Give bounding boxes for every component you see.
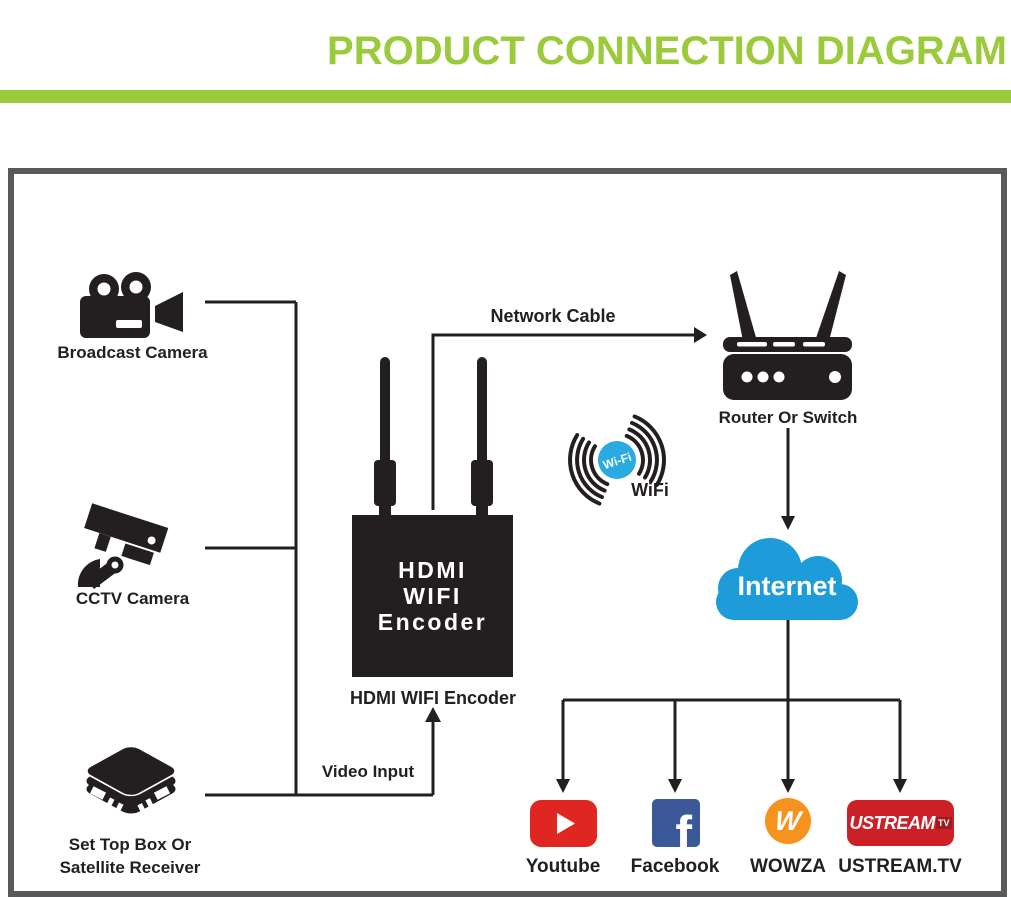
ustream-logo-text: USTREAM bbox=[849, 812, 935, 833]
wowza-label: WOWZA bbox=[750, 856, 826, 877]
internet-cloud-label: Internet bbox=[737, 571, 837, 601]
network-cable-label: Network Cable bbox=[490, 306, 616, 326]
ustream-tv-badge: TV bbox=[935, 817, 952, 829]
page-title: PRODUCT CONNECTION DIAGRAM bbox=[327, 29, 1007, 73]
ustream-label: USTREAM.TV bbox=[838, 856, 962, 877]
cctv-camera-icon bbox=[77, 503, 208, 589]
ustream-logo: USTREAM TV bbox=[847, 800, 954, 846]
internet-cloud-icon bbox=[716, 538, 858, 620]
encoder-caption: HDMI WIFI Encoder bbox=[350, 688, 516, 708]
play-icon bbox=[557, 813, 575, 834]
youtube-label: Youtube bbox=[525, 856, 601, 877]
set-top-box-ports bbox=[89, 786, 171, 813]
wifi-waves bbox=[568, 414, 666, 506]
broadcast-camera-label: Broadcast Camera bbox=[57, 343, 208, 362]
router-label: Router Or Switch bbox=[718, 408, 858, 427]
youtube-logo bbox=[530, 800, 597, 847]
router-icon bbox=[723, 271, 852, 400]
wowza-w-letter: W bbox=[773, 805, 803, 836]
wifi-badge-circle bbox=[598, 441, 636, 479]
wowza-logo: W bbox=[765, 798, 811, 844]
set-top-box-label: Set Top Box Or Satellite Receiver bbox=[59, 835, 201, 877]
facebook-label: Facebook bbox=[630, 856, 720, 877]
facebook-logo: f bbox=[652, 799, 700, 847]
cctv-camera-label: CCTV Camera bbox=[75, 589, 190, 608]
video-input-label: Video Input bbox=[321, 762, 415, 781]
set-top-box-icon bbox=[85, 745, 177, 814]
wifi-label: WiFi bbox=[631, 480, 669, 500]
title-underline-bar bbox=[0, 90, 1011, 103]
broadcast-camera-icon bbox=[80, 272, 183, 338]
encoder-device: HDMI WIFI Encoder bbox=[352, 515, 513, 677]
facebook-f-letter: f bbox=[675, 806, 692, 847]
wifi-icon: Wi-Fi bbox=[568, 414, 666, 506]
encoder-device-text: HDMI WIFI Encoder bbox=[377, 557, 488, 635]
